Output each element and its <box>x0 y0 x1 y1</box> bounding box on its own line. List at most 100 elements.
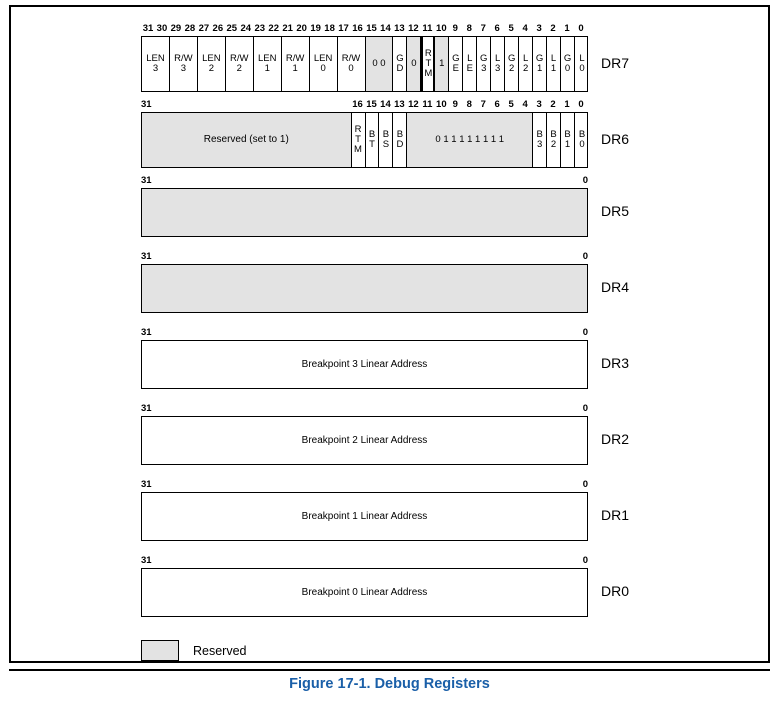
register-box <box>141 264 588 313</box>
page-border <box>9 5 770 663</box>
bit-number: 16 <box>352 23 363 34</box>
bit-number: 10 <box>436 99 447 110</box>
register-name-dr4: DR4 <box>601 279 630 295</box>
bit-number: 6 <box>494 23 500 34</box>
bit-number: 9 <box>452 99 458 110</box>
bit-number: 10 <box>436 23 447 34</box>
bit-number: 18 <box>324 23 335 34</box>
bit-number: 12 <box>408 99 419 110</box>
bit-number: 0 <box>582 479 588 490</box>
page-border-right <box>768 5 770 663</box>
bit-number: 8 <box>466 23 472 34</box>
register-field: 0 0 <box>365 37 394 91</box>
register-field-label: Breakpoint 3 Linear Address <box>301 359 428 370</box>
register-name-dr0: DR0 <box>601 583 630 599</box>
register-box: Breakpoint 1 Linear Address <box>141 492 588 541</box>
bit-number: 25 <box>226 23 238 34</box>
bit-number: 0 <box>582 555 588 566</box>
bit-number: 9 <box>452 23 458 34</box>
register-name-dr6: DR6 <box>601 131 630 147</box>
register-dr3: Breakpoint 3 Linear Address <box>141 340 588 389</box>
bit-number: 0 <box>578 99 584 110</box>
bit-number: 16 <box>352 99 363 110</box>
register-field-label: Breakpoint 1 Linear Address <box>301 511 428 522</box>
bit-number: 31 <box>141 99 152 110</box>
register-name-dr3: DR3 <box>601 355 630 371</box>
reserved-swatch <box>141 640 179 661</box>
bit-number: 24 <box>240 23 252 34</box>
legend: Reserved <box>141 640 247 661</box>
bit-number: 3 <box>536 99 542 110</box>
bit-number: 12 <box>408 23 419 34</box>
register-field-label: Breakpoint 0 Linear Address <box>301 587 428 598</box>
bit-number: 5 <box>508 23 514 34</box>
bit-number: 0 <box>582 251 588 262</box>
bit-number: 8 <box>466 99 472 110</box>
register-dr1: Breakpoint 1 Linear Address <box>141 492 588 541</box>
register-dr4 <box>141 264 588 313</box>
register-field: Reserved (set to 1) <box>142 113 352 167</box>
bit-number: 14 <box>380 23 391 34</box>
bit-number: 31 <box>141 327 152 338</box>
register-name-dr2: DR2 <box>601 431 630 447</box>
bit-number: 7 <box>480 99 486 110</box>
register-name-dr5: DR5 <box>601 203 630 219</box>
bit-number: 28 <box>184 23 196 34</box>
bit-number: 13 <box>394 99 405 110</box>
bit-number: 15 <box>366 99 377 110</box>
bit-number: 5 <box>508 99 514 110</box>
register-box: Breakpoint 2 Linear Address <box>141 416 588 465</box>
bit-number: 11 <box>422 23 433 34</box>
figure-caption: Figure 17-1. Debug Registers <box>289 676 490 692</box>
bit-number: 31 <box>142 23 154 34</box>
bit-number: 0 <box>582 175 588 186</box>
bit-ruler-dr4: 31 0 <box>141 250 588 263</box>
register-name-dr7: DR7 <box>601 55 630 71</box>
bit-number: 15 <box>366 23 377 34</box>
bit-number: 0 <box>578 23 584 34</box>
register-field: 0 1 1 1 1 1 1 1 1 <box>407 113 534 167</box>
bit-number: 26 <box>212 23 224 34</box>
bit-number: 31 <box>141 251 152 262</box>
bit-number: 1 <box>564 23 570 34</box>
bit-number: 14 <box>380 99 391 110</box>
bit-number: 3 <box>536 23 542 34</box>
register-field-label: Breakpoint 2 Linear Address <box>301 435 428 446</box>
bit-number: 4 <box>522 99 528 110</box>
bit-number: 4 <box>522 23 528 34</box>
bit-number: 2 <box>550 23 556 34</box>
bit-number: 20 <box>296 23 307 34</box>
register-field: 0 <box>407 37 422 91</box>
legend-label: Reserved <box>193 643 247 658</box>
bit-number: 2 <box>550 99 556 110</box>
bit-number: 0 <box>582 403 588 414</box>
